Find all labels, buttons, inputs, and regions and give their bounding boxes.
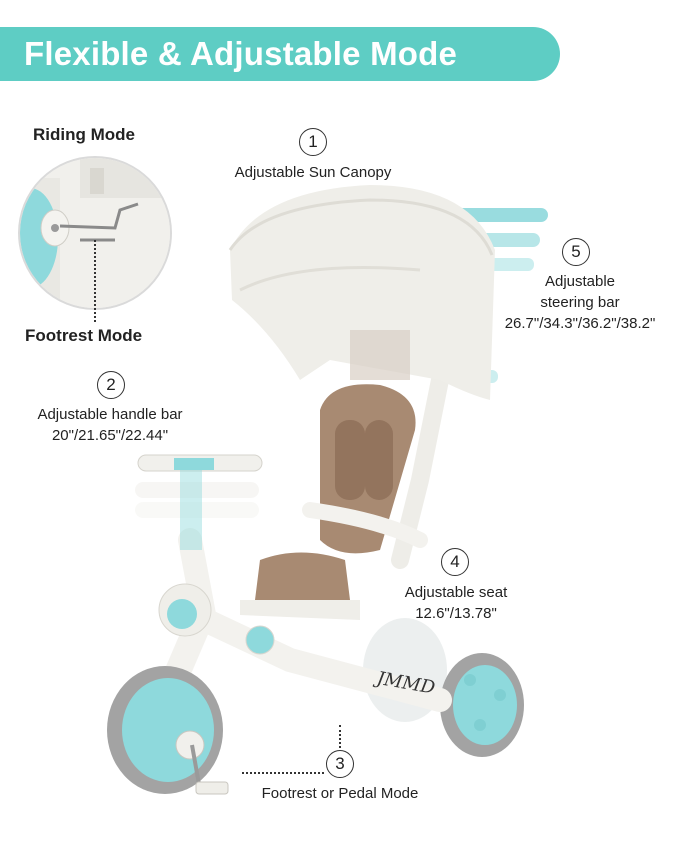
feature-3-connector-vertical	[339, 725, 341, 748]
feature-4-number: 4	[441, 548, 469, 576]
feature-1-caption: Adjustable Sun Canopy	[234, 164, 392, 181]
inset-connector-line	[94, 240, 96, 322]
feature-5-caption-line2: steering bar	[540, 294, 620, 311]
page-title: Flexible & Adjustable Mode	[24, 35, 458, 72]
front-wheel	[107, 666, 229, 795]
feature-3-connector-horizontal	[242, 772, 324, 774]
feature-3-caption: Footrest or Pedal Mode	[261, 785, 419, 802]
handlebar-positions	[135, 454, 263, 550]
feature-5-caption-line1: Adjustable	[544, 273, 616, 290]
feature-5-number: 5	[562, 238, 590, 266]
footrest-mode-label: Footrest Mode	[25, 326, 143, 345]
feature-2-caption-line2: 20"/21.65"/22.44"	[51, 427, 169, 444]
feature-3-number: 3	[326, 750, 354, 778]
feature-4-caption-line2: 12.6"/13.78"	[415, 605, 497, 622]
feature-1-number: 1	[299, 128, 327, 156]
sun-canopy	[228, 185, 495, 400]
title-banner: Flexible & Adjustable Mode	[0, 27, 560, 81]
seat	[240, 384, 428, 620]
feature-4-caption-line1: Adjustable seat	[404, 584, 508, 601]
riding-mode-label: Riding Mode	[33, 125, 135, 144]
feature-2-number: 2	[97, 371, 125, 399]
feature-2-caption-line1: Adjustable handle bar	[37, 406, 183, 423]
feature-5-caption-line3: 26.7"/34.3"/36.2"/38.2"	[504, 315, 656, 332]
